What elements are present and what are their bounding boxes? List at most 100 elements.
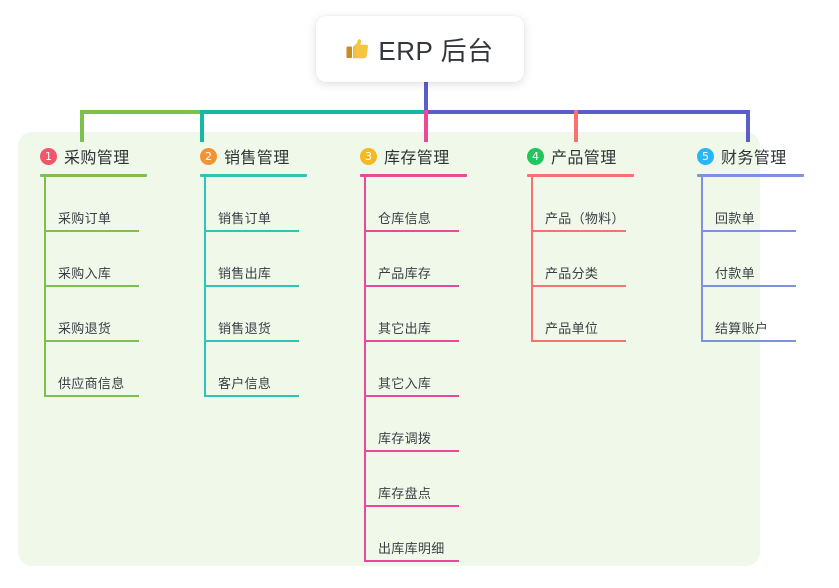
branch-number-badge-5: 5 [697, 147, 714, 165]
leaf-node[interactable]: 库存盘点 [360, 452, 467, 507]
leaf-node-rule [701, 230, 796, 232]
leaf-node[interactable]: 销售出库 [200, 232, 307, 287]
branch-title-1: 采购管理 [64, 150, 130, 167]
branch-items-3: 仓库信息产品库存其它出库其它入库库存调拨库存盘点出库库明细 [360, 177, 467, 562]
leaf-node[interactable]: 其它入库 [360, 342, 467, 397]
branch-spine [364, 177, 366, 562]
branch-title-3: 库存管理 [384, 150, 450, 167]
branch-spine [531, 177, 533, 342]
branch-header-5[interactable]: 5 财务管理 [697, 143, 804, 169]
leaf-node[interactable]: 产品库存 [360, 232, 467, 287]
connector-drop-column-1 [80, 110, 84, 142]
root-node-card[interactable]: ERP 后台 [316, 16, 524, 82]
branch-rule-4 [527, 174, 634, 177]
connector-bus-teal [200, 110, 424, 114]
leaf-node-label: 采购入库 [58, 266, 112, 281]
branch-title-4: 产品管理 [551, 150, 617, 167]
leaf-node[interactable]: 采购订单 [40, 177, 147, 232]
branch-header-4[interactable]: 4 产品管理 [527, 143, 634, 169]
leaf-node-rule [364, 505, 459, 507]
leaf-node-label: 库存盘点 [378, 486, 432, 501]
branch-header-2[interactable]: 2 销售管理 [200, 143, 307, 169]
leaf-node[interactable]: 产品单位 [527, 287, 634, 342]
leaf-node[interactable]: 出库库明细 [360, 507, 467, 562]
branch-items-2: 销售订单销售出库销售退货客户信息 [200, 177, 307, 397]
branch-column-5: 5 财务管理 回款单付款单结算账户 [697, 143, 804, 342]
connector-drop-column-2 [200, 110, 204, 142]
leaf-node[interactable]: 产品（物料） [527, 177, 634, 232]
leaf-node[interactable]: 供应商信息 [40, 342, 147, 397]
leaf-node[interactable]: 销售退货 [200, 287, 307, 342]
leaf-node-rule [44, 395, 139, 397]
branch-number-badge-4: 4 [527, 147, 544, 165]
leaf-node[interactable]: 付款单 [697, 232, 804, 287]
branch-title-2: 销售管理 [224, 150, 290, 167]
leaf-node[interactable]: 采购退货 [40, 287, 147, 342]
branch-title-5: 财务管理 [721, 150, 787, 167]
leaf-node[interactable]: 采购入库 [40, 232, 147, 287]
leaf-node-rule [44, 340, 139, 342]
connector-bus-blue [424, 110, 750, 114]
leaf-node-rule [364, 340, 459, 342]
leaf-node-rule [364, 230, 459, 232]
connector-drop-column-4 [574, 110, 578, 142]
leaf-node-label: 回款单 [715, 211, 755, 226]
leaf-node-label: 客户信息 [218, 376, 272, 391]
branch-column-3: 3 库存管理 仓库信息产品库存其它出库其它入库库存调拨库存盘点出库库明细 [360, 143, 467, 562]
leaf-node-label: 销售订单 [218, 211, 272, 226]
leaf-node-rule [701, 340, 796, 342]
leaf-node[interactable]: 客户信息 [200, 342, 307, 397]
leaf-node-label: 付款单 [715, 266, 755, 281]
leaf-node-label: 库存调拨 [378, 431, 432, 446]
branch-spine [204, 177, 206, 397]
leaf-node-rule [364, 395, 459, 397]
branch-column-1: 1 采购管理 采购订单采购入库采购退货供应商信息 [40, 143, 147, 397]
leaf-node-rule [204, 230, 299, 232]
leaf-node-rule [204, 285, 299, 287]
leaf-node-label: 结算账户 [715, 321, 769, 336]
mindmap-panel [18, 132, 760, 566]
branch-spine [44, 177, 46, 397]
branch-items-5: 回款单付款单结算账户 [697, 177, 804, 342]
leaf-node-label: 销售出库 [218, 266, 272, 281]
branch-number-badge-1: 1 [40, 147, 57, 165]
connector-drop-column-3 [424, 110, 428, 142]
branch-column-2: 2 销售管理 销售订单销售出库销售退货客户信息 [200, 143, 307, 397]
leaf-node-rule [44, 230, 139, 232]
leaf-node-rule [204, 340, 299, 342]
leaf-node[interactable]: 库存调拨 [360, 397, 467, 452]
leaf-node[interactable]: 仓库信息 [360, 177, 467, 232]
leaf-node-label: 采购订单 [58, 211, 112, 226]
leaf-node-rule [364, 285, 459, 287]
branch-rule-1 [40, 174, 147, 177]
leaf-node-rule [531, 285, 626, 287]
leaf-node-rule [364, 560, 459, 562]
leaf-node-label: 采购退货 [58, 321, 112, 336]
leaf-node[interactable]: 其它出库 [360, 287, 467, 342]
leaf-node[interactable]: 销售订单 [200, 177, 307, 232]
leaf-node-label: 产品（物料） [545, 211, 625, 226]
leaf-node-label: 产品分类 [545, 266, 599, 281]
branch-spine [701, 177, 703, 342]
branch-number-badge-3: 3 [360, 147, 377, 165]
leaf-node-label: 产品库存 [378, 266, 432, 281]
leaf-node-rule [531, 340, 626, 342]
leaf-node[interactable]: 产品分类 [527, 232, 634, 287]
leaf-node[interactable]: 结算账户 [697, 287, 804, 342]
branch-rule-3 [360, 174, 467, 177]
branch-header-3[interactable]: 3 库存管理 [360, 143, 467, 169]
leaf-node-rule [364, 450, 459, 452]
page-title: ERP 后台 [378, 35, 494, 66]
branch-column-4: 4 产品管理 产品（物料） 产品分类产品单位 [527, 143, 634, 342]
leaf-node-rule [531, 230, 626, 232]
leaf-node-label: 其它出库 [378, 321, 432, 336]
leaf-node-label: 产品单位 [545, 321, 599, 336]
connector-center-stem [424, 82, 428, 112]
branch-header-1[interactable]: 1 采购管理 [40, 143, 147, 169]
branch-rule-2 [200, 174, 307, 177]
leaf-node[interactable]: 回款单 [697, 177, 804, 232]
branch-number-badge-2: 2 [200, 147, 217, 165]
leaf-node-rule [204, 395, 299, 397]
leaf-node-label: 仓库信息 [378, 211, 432, 226]
leaf-node-rule [44, 285, 139, 287]
